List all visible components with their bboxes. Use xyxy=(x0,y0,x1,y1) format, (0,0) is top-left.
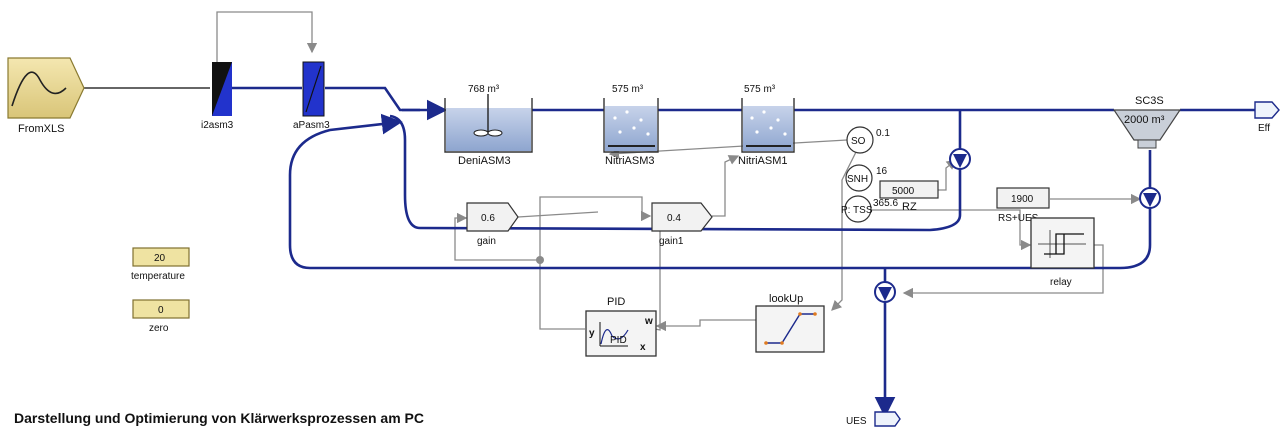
deni-label: DeniASM3 xyxy=(458,155,511,167)
signal-lines xyxy=(216,11,1142,332)
i2asm3-block[interactable]: i2asm3 xyxy=(201,62,234,131)
nitri1-label: NitriASM1 xyxy=(738,155,788,167)
lookup-title: lookUp xyxy=(769,293,803,305)
gain-block[interactable]: 0.6 gain xyxy=(466,202,519,247)
temperature-label: temperature xyxy=(131,271,185,282)
return-sludge-pump[interactable] xyxy=(1139,187,1161,209)
zero-value: 0 xyxy=(158,305,164,316)
aeration-bubbles xyxy=(750,110,787,136)
figure-caption: Darstellung und Optimierung von Klärwerk… xyxy=(14,410,424,426)
rz-value: 5000 xyxy=(892,186,915,197)
rs-ues-value: 1900 xyxy=(1011,194,1034,205)
tss-sensor[interactable]: P: TSS 365.6 xyxy=(841,195,898,223)
relay-label: relay xyxy=(1050,277,1072,288)
eff-outlet[interactable]: Eff xyxy=(1254,101,1280,134)
aeration-bubbles xyxy=(613,110,650,136)
fromxls-label: FromXLS xyxy=(18,123,64,135)
deni-volume: 768 m³ xyxy=(468,84,500,95)
gain1-label: gain1 xyxy=(659,236,684,247)
relay-axes-icon xyxy=(1038,230,1086,258)
eff-label: Eff xyxy=(1258,123,1270,134)
so-sensor[interactable]: SO 0.1 xyxy=(846,126,890,154)
apasm3-block[interactable]: aPasm3 xyxy=(293,61,330,131)
clarifier-block[interactable]: SC3S 2000 m³ xyxy=(1112,95,1182,149)
gain-value: 0.6 xyxy=(481,213,495,224)
pid-title: PID xyxy=(607,296,625,308)
pid-controller[interactable]: PID PID y w x xyxy=(585,296,657,357)
gain1-block[interactable]: 0.4 gain1 xyxy=(651,202,713,247)
pid-inner-label: PID xyxy=(610,335,627,346)
pump-icon xyxy=(1143,193,1157,207)
pid-port-y: y xyxy=(589,328,595,339)
nitri3-label: NitriASM3 xyxy=(605,155,655,167)
rs-ues-constant[interactable]: 1900 RS+UES xyxy=(996,187,1050,224)
deni-tank[interactable]: 768 m³ DeniASM3 xyxy=(444,84,533,167)
gain-label: gain xyxy=(477,236,496,247)
process-lines xyxy=(82,86,1255,418)
i2asm3-label: i2asm3 xyxy=(201,120,234,131)
signal-branch-point xyxy=(536,256,544,264)
recycle-pump[interactable] xyxy=(949,148,971,170)
apasm3-label: aPasm3 xyxy=(293,120,330,131)
so-sensor-label: SO xyxy=(851,136,866,147)
rs-ues-label: RS+UES xyxy=(998,213,1039,224)
temperature-constant[interactable]: 20 temperature xyxy=(131,247,190,282)
relay-block[interactable]: relay xyxy=(1030,217,1095,288)
nitri3-volume: 575 m³ xyxy=(612,84,644,95)
pid-port-w: w xyxy=(644,316,653,327)
excess-sludge-pump[interactable] xyxy=(874,281,896,303)
nitri1-tank[interactable]: 575 m³ NitriASM1 xyxy=(738,84,795,167)
fromxls-block[interactable]: FromXLS xyxy=(7,57,85,135)
ues-label: UES xyxy=(846,416,867,427)
pid-port-x: x xyxy=(640,342,646,353)
zero-constant[interactable]: 0 zero xyxy=(132,299,190,334)
pump-icon xyxy=(878,287,892,301)
ues-outlet[interactable]: UES xyxy=(846,411,901,427)
snh-value: 16 xyxy=(876,166,888,177)
temperature-value: 20 xyxy=(154,253,166,264)
rz-constant[interactable]: 5000 RZ xyxy=(879,180,939,213)
hysteresis-icon xyxy=(1044,233,1084,255)
lookup-curve-icon xyxy=(766,313,815,344)
clarifier-volume: 2000 m³ xyxy=(1124,114,1165,126)
nitri1-volume: 575 m³ xyxy=(744,84,776,95)
clarifier-name: SC3S xyxy=(1135,95,1164,107)
lookup-table[interactable]: lookUp xyxy=(755,293,825,353)
so-value: 0.1 xyxy=(876,128,890,139)
nitri3-tank[interactable]: 575 m³ NitriASM3 xyxy=(603,84,659,167)
pid-response-icon xyxy=(600,329,629,345)
rz-label: RZ xyxy=(902,201,917,213)
tss-value: 365.6 xyxy=(873,198,898,209)
waveform-icon xyxy=(11,71,67,107)
gain1-value: 0.4 xyxy=(667,213,681,224)
pump-icon xyxy=(953,154,967,168)
pid-axes-icon xyxy=(599,322,628,347)
snh-sensor-label: SNH xyxy=(847,174,868,185)
zero-label: zero xyxy=(149,323,169,334)
tss-sensor-label: P: TSS xyxy=(841,205,873,216)
snh-sensor[interactable]: SNH 16 xyxy=(845,164,888,192)
